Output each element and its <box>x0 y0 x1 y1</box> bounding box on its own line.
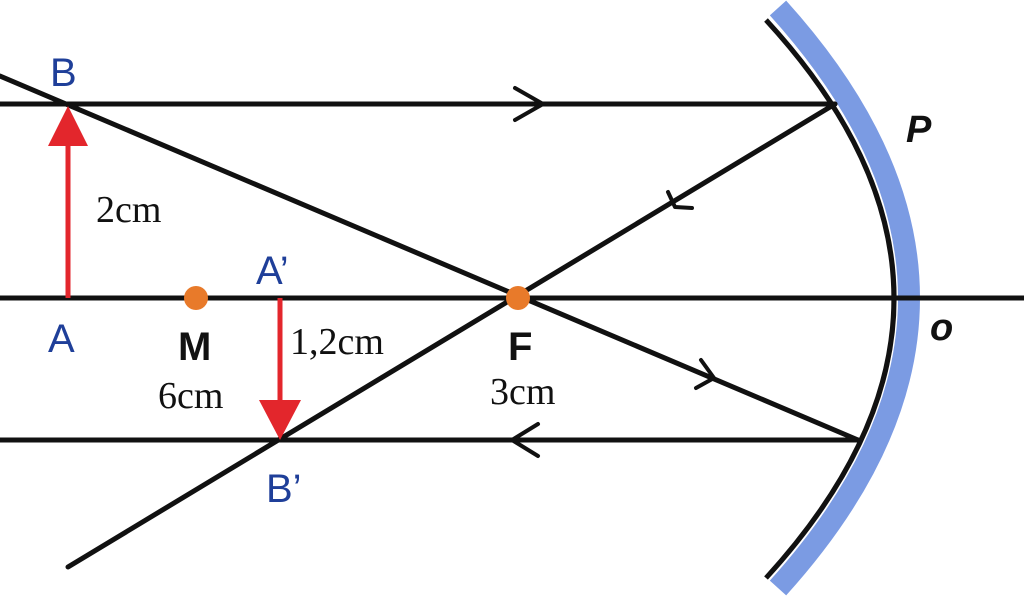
distance-m-label: 6cm <box>158 375 223 417</box>
label-a-prime: A’ <box>256 249 289 293</box>
arrow-down-left-icon <box>666 190 694 210</box>
distance-f-label: 3cm <box>490 371 555 413</box>
object-arrow-head <box>48 106 88 146</box>
image-height-label: 1,2cm <box>290 321 384 363</box>
label-p: P <box>906 109 932 151</box>
focus-point-dot <box>506 286 530 310</box>
label-a: A <box>48 317 75 361</box>
point-m-dot <box>184 286 208 310</box>
label-b-prime: B’ <box>266 467 302 511</box>
ray-reflected-through-focus <box>65 101 838 570</box>
image-arrow-head <box>259 400 301 440</box>
label-b: B <box>50 51 77 95</box>
object-height-label: 2cm <box>96 189 161 231</box>
arrow-right-icon <box>513 86 545 122</box>
arrow-left-icon <box>510 422 540 458</box>
ray-incident-through-focus <box>0 73 861 443</box>
label-o: o <box>930 307 953 349</box>
label-f: F <box>508 325 532 369</box>
label-m: M <box>178 325 211 369</box>
arrow-down-right-icon <box>694 358 716 390</box>
